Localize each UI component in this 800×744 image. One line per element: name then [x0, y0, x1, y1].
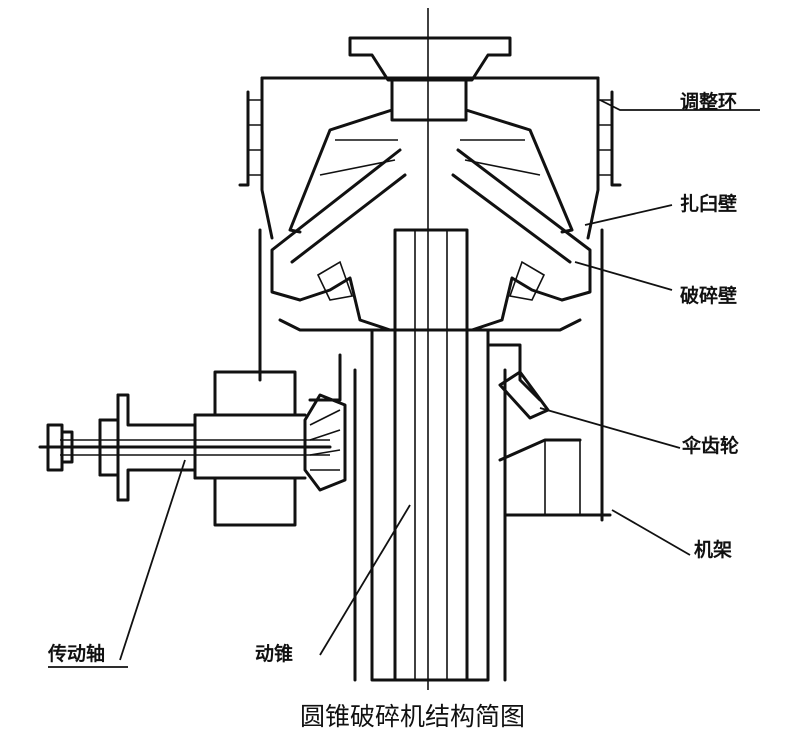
label-moving-cone: 动锥 — [255, 642, 293, 665]
drive-shaft — [38, 423, 332, 472]
label-bowl-liner: 扎臼壁 — [680, 192, 737, 215]
diagram-caption: 圆锥破碎机结构简图 — [300, 702, 525, 731]
eccentric-sleeve — [353, 368, 507, 682]
main-shaft — [370, 228, 490, 682]
drive-shaft-housing — [98, 370, 307, 527]
adjusting-ring — [238, 76, 622, 240]
crushing-wall — [270, 148, 592, 332]
label-crushing-wall: 破碎壁 — [680, 284, 737, 307]
bowl-liner — [288, 108, 574, 234]
label-bevel-gear: 伞齿轮 — [681, 434, 739, 457]
feed-hopper — [348, 36, 512, 122]
label-adjusting-ring: 调整环 — [680, 90, 737, 113]
label-drive-shaft: 传动轴 — [47, 642, 105, 665]
label-frame: 机架 — [694, 539, 732, 561]
frame — [258, 228, 612, 522]
leader-lines — [119, 99, 760, 661]
